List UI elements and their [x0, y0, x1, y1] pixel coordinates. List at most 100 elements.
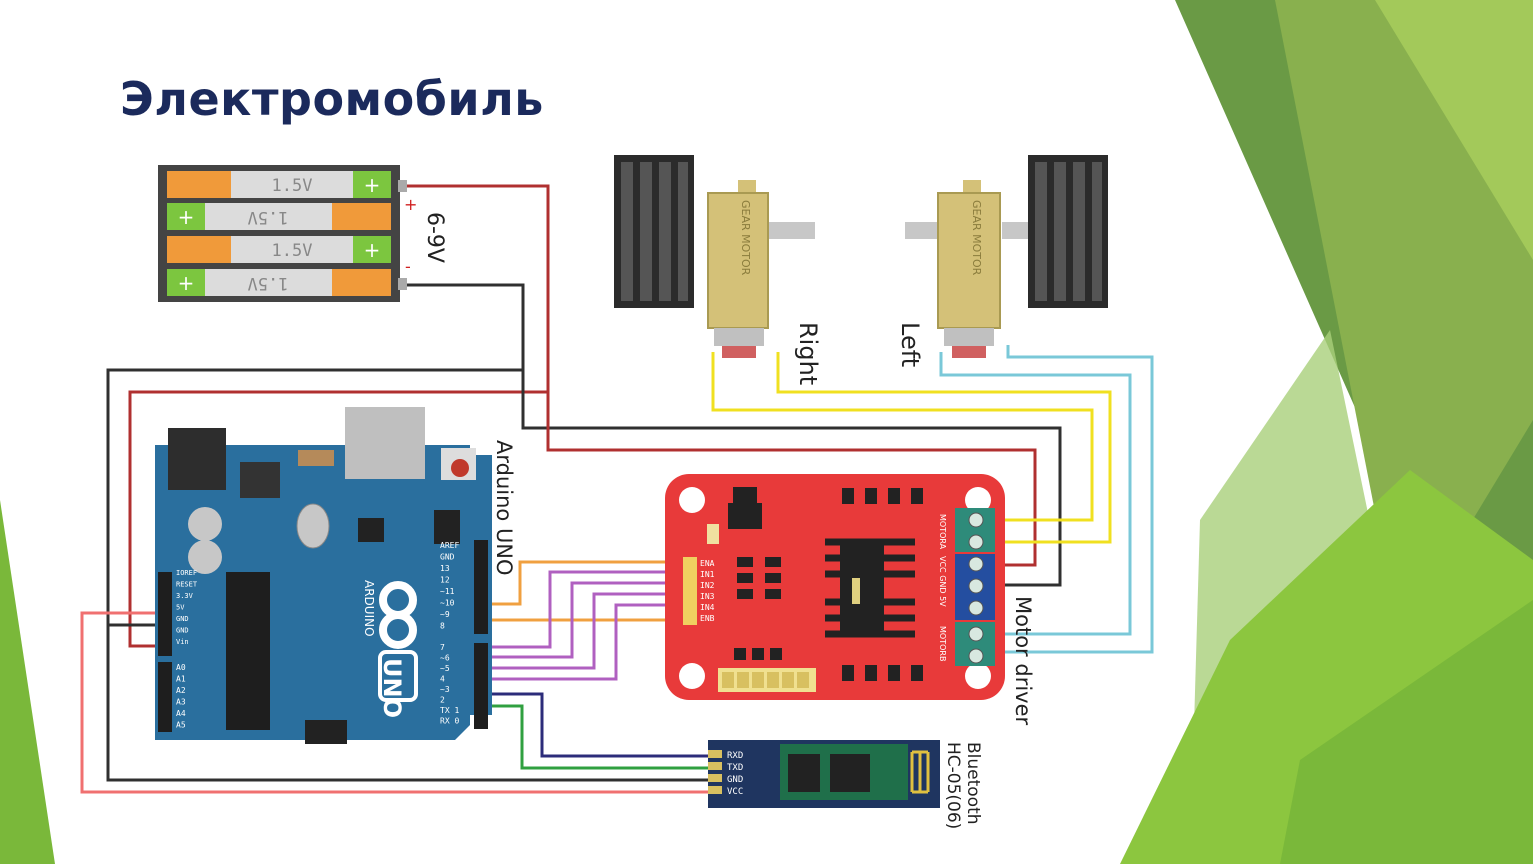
l298n-chip — [840, 545, 884, 637]
battery-cell-4: 1.5V + — [167, 269, 391, 296]
battery-cell-1: 1.5V + — [167, 171, 391, 198]
battery-minus-mark: - — [405, 257, 411, 276]
uno-badge — [378, 650, 418, 702]
driver-logic-header — [718, 668, 816, 692]
left-motor-can — [944, 328, 994, 346]
right-motor-text: GEAR MOTOR — [739, 200, 752, 276]
icsp-header-bottom — [305, 720, 347, 744]
analog-pin-label: A1 — [176, 675, 186, 684]
plus-sign: + — [178, 205, 195, 229]
driver-input-pin-label: ENA — [700, 559, 715, 568]
left-motor-text: GEAR MOTOR — [970, 200, 983, 276]
left-wheel-tread — [1035, 162, 1102, 301]
left-motor-shaft-rear — [1002, 222, 1028, 239]
bluetooth-antenna — [910, 750, 930, 794]
motorb-terminal — [955, 622, 995, 666]
in1-wire — [486, 570, 690, 649]
chip-marker — [852, 578, 860, 604]
battery-plus-wire — [128, 184, 550, 648]
digital-header-bottom — [474, 643, 488, 729]
battery-plus-mark: + — [404, 195, 417, 214]
analog-pin-label: A0 — [176, 663, 186, 672]
digital-pin-label: 2 — [440, 696, 445, 705]
power-header — [158, 572, 172, 656]
motora-label: MOTORA — [938, 514, 947, 550]
left-motor-wire-1 — [939, 352, 1132, 636]
digital-pin-label: 7 — [440, 643, 445, 652]
digital-pin-label: ~3 — [440, 685, 450, 694]
motorb-label: MOTORB — [938, 626, 947, 661]
plus-sign: + — [364, 238, 381, 262]
in3-wire — [486, 592, 690, 670]
driver-smd-parts — [734, 488, 923, 681]
voltage-regulator — [240, 462, 280, 498]
arduino-infinity-logo — [379, 581, 417, 649]
digital-pin-label: AREF — [440, 541, 459, 550]
right-gear-motor — [707, 192, 769, 329]
right-motor-can — [714, 328, 764, 346]
right-motor-wire-1 — [711, 352, 1094, 522]
right-motor-wire-2 — [776, 352, 1112, 544]
arduino-brand: ARDUINO — [362, 580, 376, 637]
mount-hole-4 — [965, 663, 991, 689]
analog-pin-label: A4 — [176, 709, 186, 718]
battery-cell-label: 1.5V — [248, 273, 289, 293]
driver-input-pin-label: IN2 — [700, 581, 715, 590]
bt-gnd-wire — [106, 625, 712, 782]
mount-hole-3 — [679, 663, 705, 689]
digital-pin-label: ~5 — [440, 664, 450, 673]
right-motor-endcap — [722, 346, 756, 358]
left-motor-label: Left — [896, 322, 924, 367]
right-mid-green-panel — [1275, 0, 1533, 640]
in2-wire — [486, 581, 690, 659]
battery-terminal-minus — [398, 278, 407, 290]
motora-terminal — [955, 508, 995, 552]
icsp-header-top — [434, 510, 460, 544]
oscillator — [296, 503, 330, 549]
battery-cell-label: 1.5V — [248, 207, 289, 227]
power-pin-label: Vin — [176, 638, 189, 646]
right-bottom-shard — [1280, 600, 1533, 864]
digital-pin-label: GND — [440, 553, 455, 562]
bluetooth-pin-label: VCC — [727, 787, 743, 797]
right-wheel-tread — [621, 162, 688, 301]
driver-input-header — [683, 557, 697, 625]
battery-cell-3: 1.5V + — [167, 236, 391, 263]
power-pin-label: RESET — [176, 581, 198, 589]
atmega-chip — [226, 572, 270, 730]
driver-regulator-body — [728, 503, 762, 529]
left-motor-wire-2 — [993, 345, 1154, 654]
driver-input-pin-label: IN4 — [700, 603, 715, 612]
wiring — [80, 184, 1154, 794]
left-gear-motor — [937, 192, 1001, 329]
digital-pin-label: 12 — [440, 576, 450, 585]
bluetooth-chip-2 — [830, 754, 870, 792]
digital-pin-label: ~10 — [440, 599, 455, 608]
driver-regulator — [733, 487, 757, 503]
bt-rxd-wire — [486, 692, 712, 758]
capacitor-2 — [188, 540, 222, 574]
bt-vcc-wire — [80, 611, 712, 794]
ena-wire — [486, 560, 690, 606]
driver-input-pin-label: IN1 — [700, 570, 715, 579]
right-motor-shaft — [760, 222, 815, 239]
driver-gnd-wire — [521, 285, 1062, 587]
left-motor-endcap — [952, 346, 986, 358]
digital-header-top — [474, 540, 488, 634]
usb-port — [345, 407, 425, 479]
battery-terminal-plus — [398, 180, 407, 192]
driver-vcc-wire — [546, 392, 1037, 567]
driver-input-pin-label: ENB — [700, 614, 715, 623]
battery-cell-label: 1.5V — [272, 241, 313, 261]
reset-button — [451, 459, 469, 477]
digital-pin-label: ~11 — [440, 587, 455, 596]
